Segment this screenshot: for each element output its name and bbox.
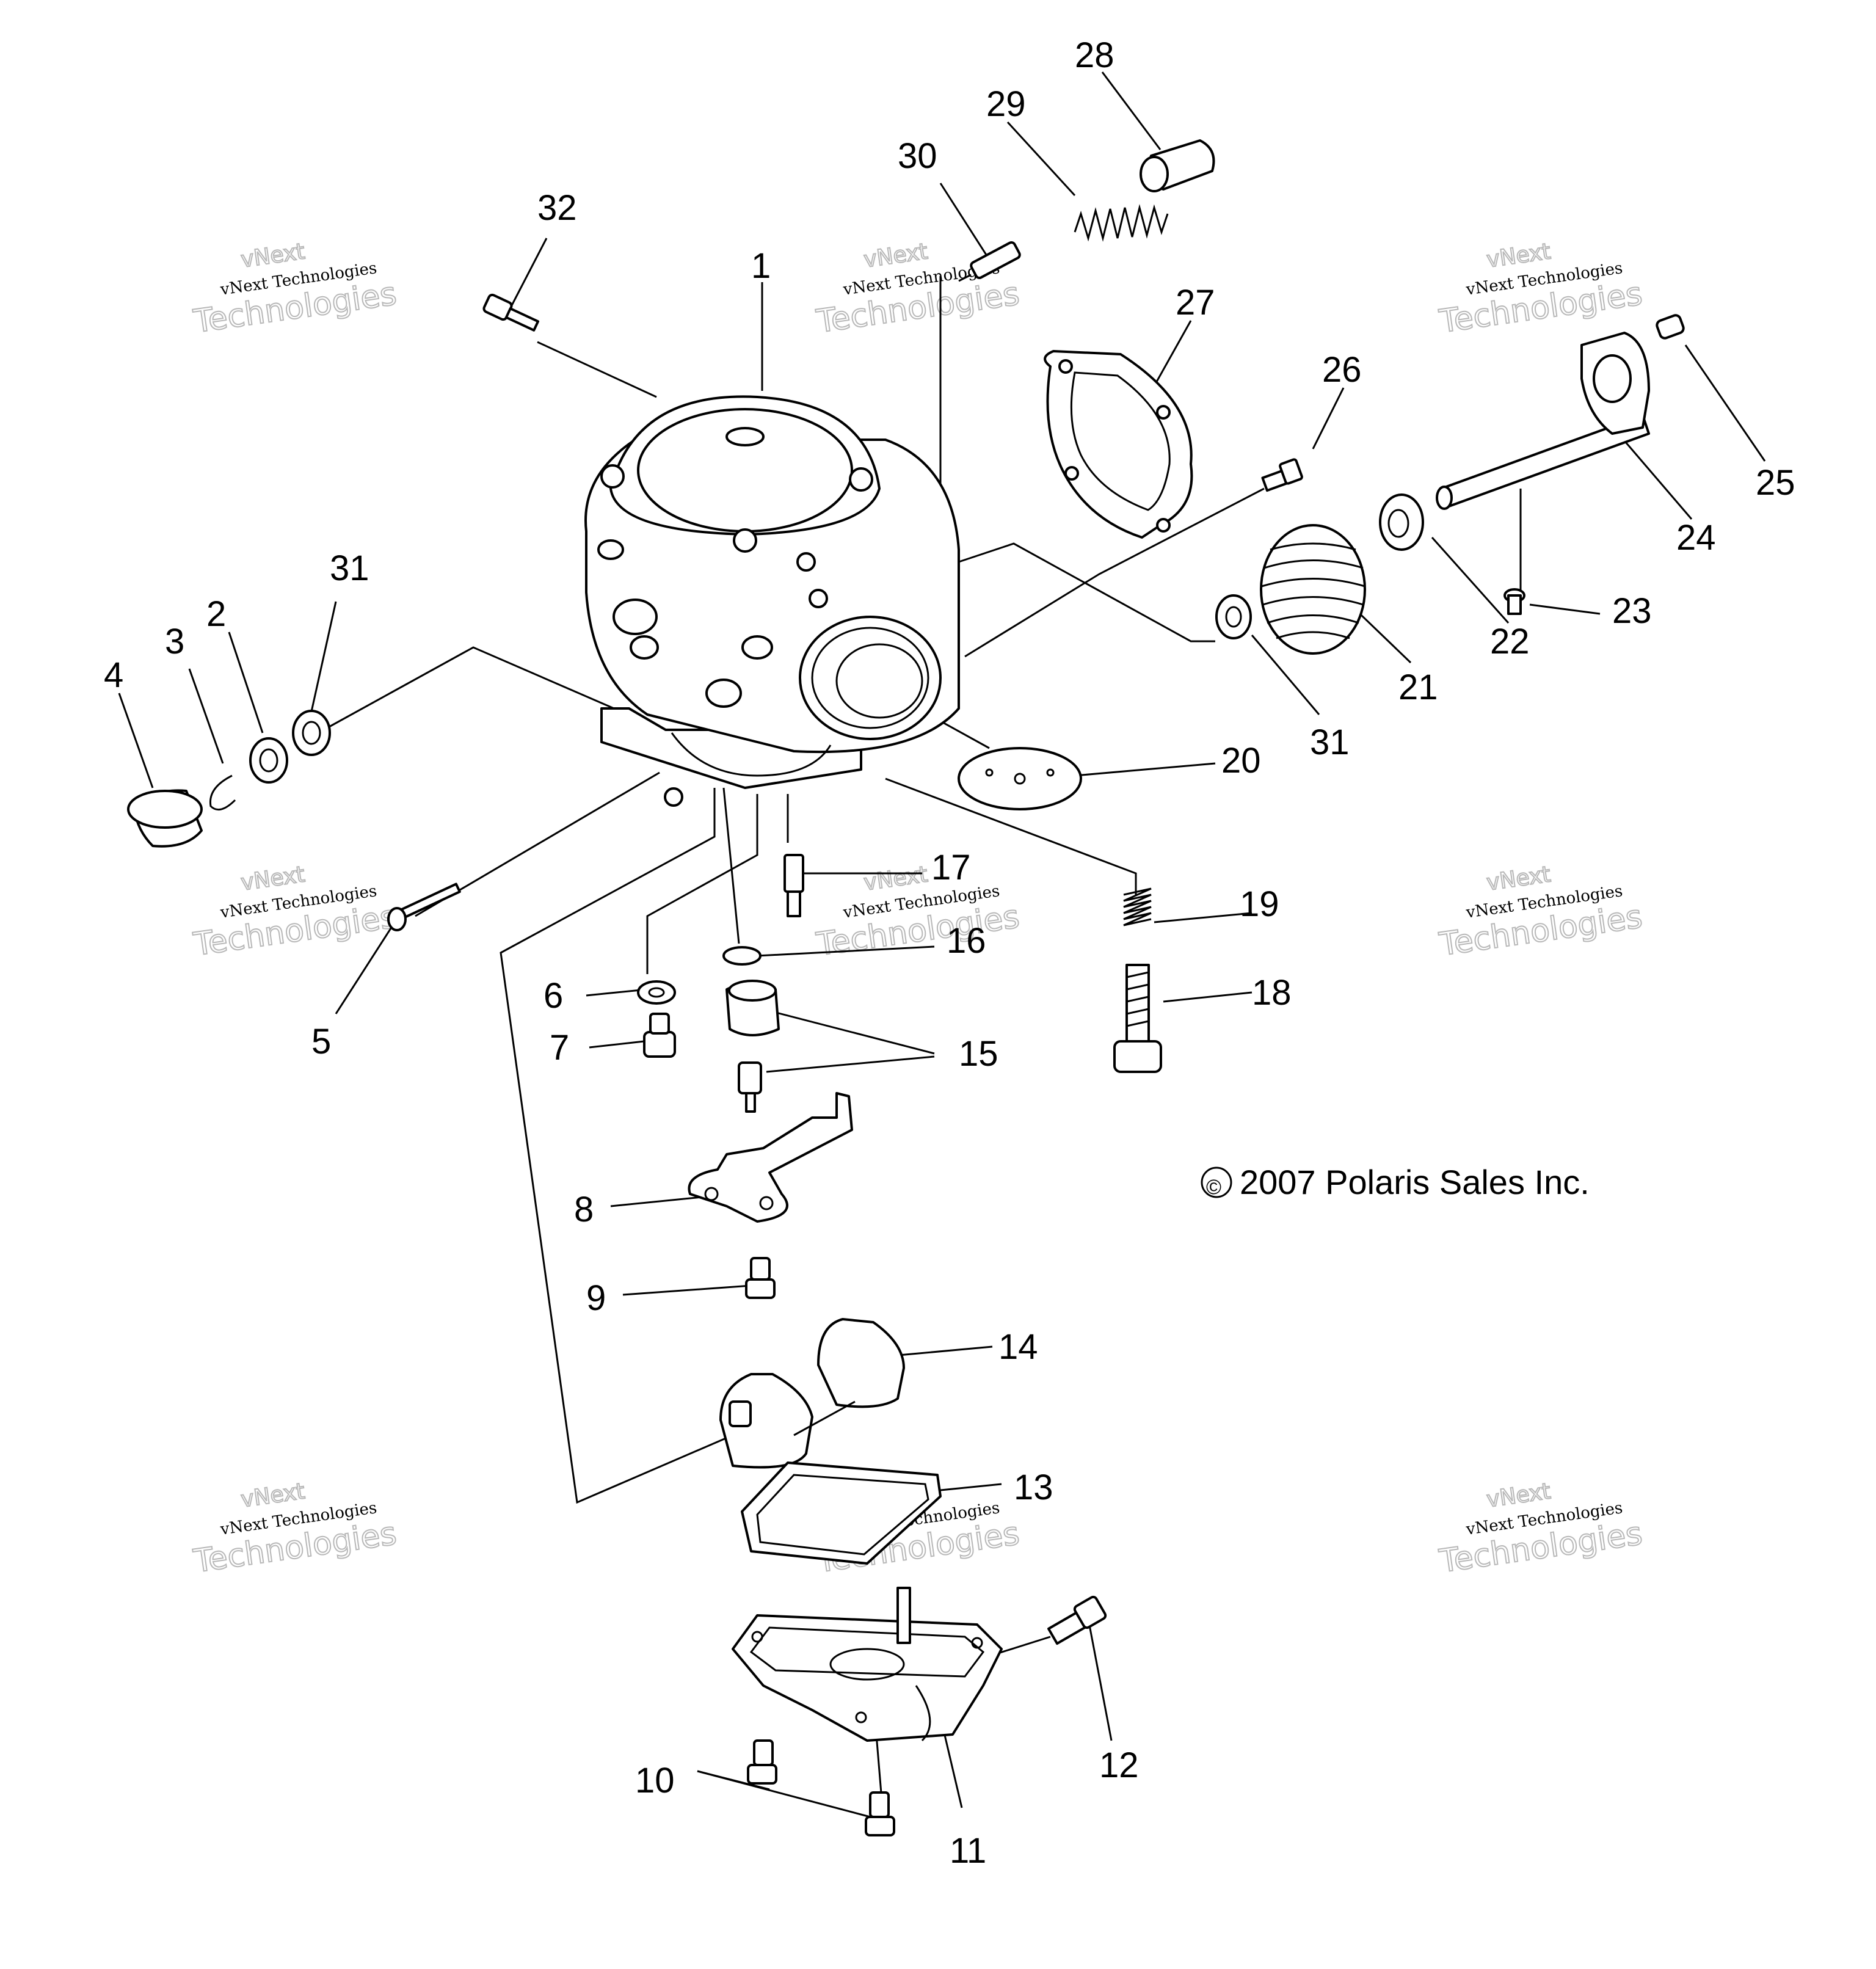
callout-21: 21	[1398, 668, 1438, 707]
callout-12: 12	[1099, 1745, 1139, 1785]
callout-24: 24	[1676, 518, 1716, 558]
part-11-float-bowl	[732, 1587, 1003, 1742]
part-31-washer-right	[1215, 594, 1252, 639]
carburetor-body	[584, 395, 960, 807]
callout-11: 11	[950, 1831, 986, 1871]
callout-4: 4	[104, 655, 123, 695]
watermark-line1: vNext	[1485, 1479, 1552, 1512]
part-5-long-screw	[387, 883, 461, 931]
part-22-bearing	[1379, 493, 1424, 551]
callout-26: 26	[1322, 350, 1362, 390]
callout-8: 8	[574, 1190, 594, 1229]
part-14-float	[719, 1318, 905, 1469]
part-27-gasket	[1044, 350, 1193, 539]
watermark-line1: vNext	[862, 239, 929, 272]
callout-18: 18	[1252, 973, 1292, 1013]
part-29-spring	[1074, 204, 1169, 242]
part-8-bracket	[688, 1092, 853, 1223]
callout-6: 6	[544, 976, 563, 1016]
callout-5: 5	[311, 1022, 331, 1061]
part-21-return-spring	[1260, 524, 1366, 655]
callout-1: 1	[751, 246, 771, 286]
part-18-idle-screw	[1113, 964, 1162, 1073]
copyright-text: 2007 Polaris Sales Inc.	[1240, 1163, 1590, 1201]
watermark-line1: vNext	[862, 862, 929, 895]
callout-20: 20	[1221, 741, 1261, 781]
watermark-line1: vNext	[1485, 239, 1552, 272]
callout-27: 27	[1176, 283, 1215, 322]
part-7-jet	[643, 1013, 676, 1058]
part-20-plate	[958, 747, 1082, 810]
part-17-jet	[783, 854, 804, 917]
callout-28: 28	[1075, 35, 1114, 75]
callout-2: 2	[206, 594, 226, 634]
callout-3: 3	[165, 622, 184, 661]
part-26-screw	[1261, 458, 1303, 492]
callout-32: 32	[537, 188, 577, 228]
callout-31-left: 31	[330, 548, 369, 588]
callout-13: 13	[1014, 1468, 1053, 1507]
part-23-screw	[1503, 588, 1525, 615]
callout-22: 22	[1490, 622, 1530, 661]
part-19-spring	[1123, 887, 1152, 926]
part-4-cap	[127, 789, 203, 848]
part-31-washer-left	[292, 710, 331, 756]
watermark-line1: vNext	[239, 1479, 307, 1512]
part-9-screw	[745, 1257, 776, 1299]
copyright-notice: © 2007 Polaris Sales Inc.	[1201, 1163, 1590, 1201]
callout-25: 25	[1756, 463, 1795, 503]
part-10-screws	[747, 1739, 895, 1836]
callout-labels: 1 2 3 4 5 6 7 8 9 10 11 12 13 14 15 16 1…	[104, 35, 1795, 1871]
callout-7: 7	[550, 1028, 569, 1068]
callout-19: 19	[1240, 884, 1279, 924]
callout-9: 9	[586, 1278, 606, 1318]
callout-15: 15	[959, 1034, 998, 1074]
watermark-line1: vNext	[1485, 862, 1552, 895]
part-2-seal	[249, 737, 288, 784]
part-32-screw	[482, 293, 540, 332]
part-24-throttle-shaft	[1436, 332, 1650, 510]
callout-10: 10	[635, 1761, 675, 1800]
part-6-washer	[637, 980, 676, 1005]
part-12-drain-screw	[1047, 1595, 1107, 1645]
callout-30: 30	[898, 136, 937, 176]
part-30-pilot-screw	[958, 241, 1021, 282]
watermark-line1: vNext	[239, 862, 307, 895]
part-28-cap	[1140, 139, 1215, 192]
copyright-symbol: ©	[1206, 1176, 1221, 1199]
part-15-needle-seat	[725, 980, 780, 1113]
callout-31-right: 31	[1310, 722, 1350, 762]
part-3-clip	[209, 774, 236, 811]
part-13-gasket	[741, 1461, 942, 1565]
callout-16: 16	[947, 921, 986, 961]
callout-14: 14	[998, 1327, 1038, 1367]
callout-23: 23	[1612, 591, 1652, 631]
part-25-collar	[1656, 314, 1685, 340]
watermark-line1: vNext	[239, 239, 307, 272]
part-16-o-ring	[722, 946, 762, 966]
callout-29: 29	[986, 84, 1026, 124]
callout-17: 17	[931, 848, 971, 887]
